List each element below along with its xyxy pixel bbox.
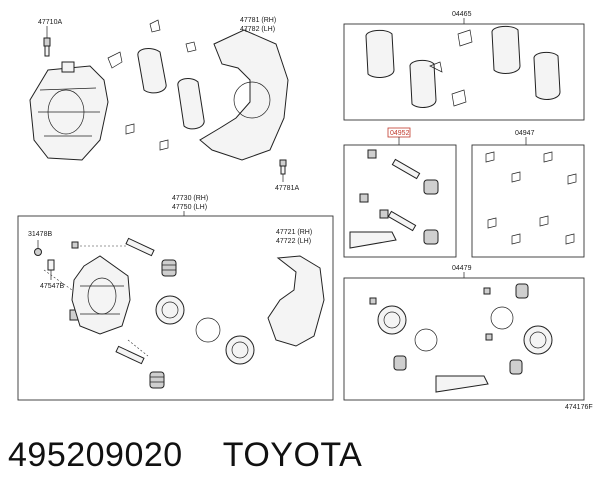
clip-a (107, 51, 123, 69)
pad-kit-box (343, 23, 585, 121)
caliper-breakdown: 31478B 47547B (28, 229, 325, 389)
label-bolt-shield: 47781A (275, 185, 299, 192)
dust-shield (199, 29, 289, 161)
caliper-mounting (267, 255, 325, 347)
brake-pad-upper (137, 48, 167, 94)
kit-boot-c (509, 359, 523, 375)
caliper-assembly-top: 47710A 47781 (RH) 47782 (LH) 47781A (29, 17, 299, 192)
label-bolt-top: 47710A (38, 19, 62, 26)
kit-boot-2 (423, 229, 439, 245)
seal-kit-box (343, 277, 585, 401)
label-caliper-rh: 47730 (RH) (172, 195, 208, 202)
label-plug: 47547B (40, 283, 64, 290)
kit-dust-boot-2 (523, 325, 553, 355)
slide-pin-a (125, 237, 155, 257)
label-mount-lh: 47722 (LH) (276, 238, 311, 245)
kit-boot-1 (423, 179, 439, 195)
dust-boot (225, 335, 255, 365)
kit-slide-pin-1 (391, 158, 421, 180)
caliper-body-top (29, 65, 109, 161)
kit-seal-1 (414, 328, 438, 352)
bolt-shield (279, 159, 287, 175)
boot-upper (161, 259, 177, 277)
label-shield-rh: 47781 (RH) (240, 17, 276, 24)
shim-kit-box (471, 144, 585, 258)
piston-seal (195, 317, 221, 343)
clip-d (125, 123, 135, 135)
kit-seal-2 (490, 306, 514, 330)
label-pad-kit: 04465 (452, 11, 472, 18)
bleeder-plug (47, 259, 55, 271)
slide-kit (349, 149, 439, 249)
slide-pin-b (115, 345, 145, 365)
clip-c (185, 41, 197, 53)
kit-slide-pin-2 (387, 210, 417, 232)
kit-pad-1 (365, 29, 395, 78)
label-seal-kit: 04479 (452, 265, 472, 272)
brand-name: TOYOTA (222, 436, 363, 474)
drawing-number: 474176F (565, 404, 593, 411)
pad-kit (365, 25, 561, 108)
kit-dust-boot-1 (377, 305, 407, 335)
kit-clip-3 (429, 61, 443, 73)
label-caliper-lh: 47750 (LH) (172, 204, 207, 211)
piston (155, 295, 185, 325)
label-nut: 31478B (28, 231, 52, 238)
clip-b (149, 19, 161, 33)
caption: 495209020 TOYOTA (8, 436, 362, 475)
kit-pad-2 (409, 59, 437, 108)
grease-tube (349, 231, 397, 249)
kit-pad-4 (533, 51, 561, 100)
shim-kit (485, 151, 577, 245)
kit-clip-2 (451, 89, 467, 107)
part-number: 495209020 (8, 436, 183, 474)
kit-pad-3 (491, 25, 521, 74)
kit-boot-b (515, 283, 529, 299)
seal-kit (369, 283, 553, 393)
caliper-housing (71, 255, 131, 335)
bolt-top (43, 37, 51, 57)
kit-boot-a (393, 355, 407, 371)
brake-pad-lower (177, 78, 205, 130)
boot-lower (149, 371, 165, 389)
label-slide-kit: 04952 (390, 130, 410, 137)
kit-clip-1 (457, 29, 473, 47)
slide-kit-box (343, 144, 457, 258)
label-mount-rh: 47721 (RH) (276, 229, 312, 236)
label-shim-kit: 04947 (515, 130, 535, 137)
kit-grease-tube (435, 375, 489, 393)
clip-e (159, 139, 169, 151)
nut (34, 248, 42, 256)
caliper-breakdown-box (17, 215, 334, 401)
label-shield-lh: 47782 (LH) (240, 26, 275, 33)
